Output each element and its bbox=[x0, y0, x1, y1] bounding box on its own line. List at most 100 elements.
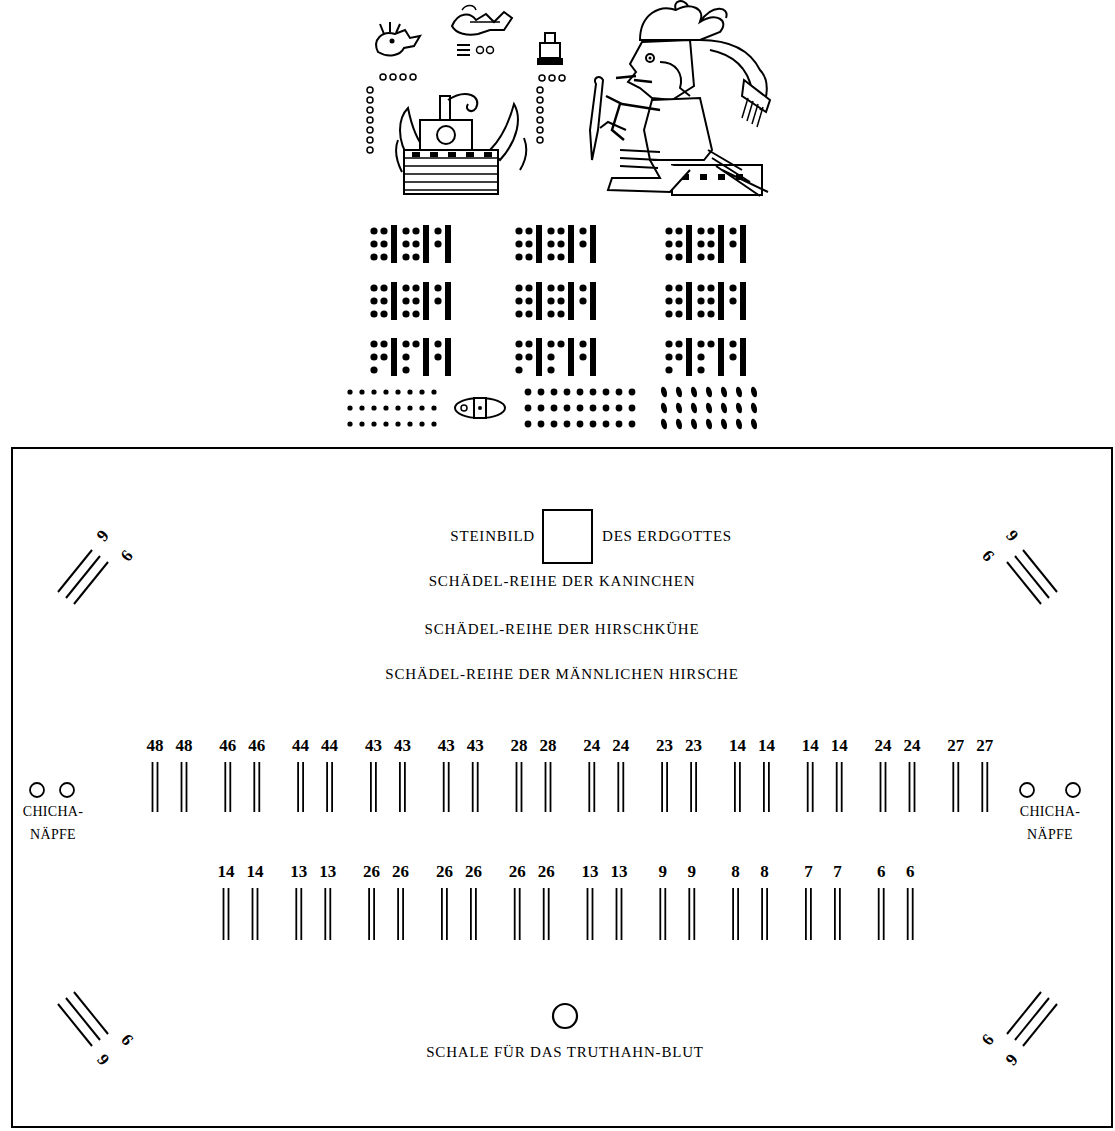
count-dot bbox=[359, 405, 364, 410]
altar-disc bbox=[437, 126, 455, 144]
count-dot bbox=[629, 405, 636, 412]
tally-line bbox=[952, 762, 954, 812]
numeral-dot bbox=[370, 366, 377, 373]
tally-line bbox=[324, 888, 326, 940]
pupil bbox=[649, 57, 652, 60]
numeral-dot bbox=[675, 240, 682, 247]
numeral-dot bbox=[525, 240, 532, 247]
bar-mark bbox=[457, 54, 470, 56]
count-dot bbox=[551, 421, 558, 428]
count-dot bbox=[525, 405, 532, 412]
numeral-dot bbox=[515, 366, 522, 373]
tally-number: 44 bbox=[321, 736, 338, 756]
tally-number: 14 bbox=[802, 736, 819, 756]
tally-line bbox=[763, 762, 765, 812]
ornament bbox=[742, 80, 770, 112]
count-dot bbox=[549, 75, 555, 81]
count-dot bbox=[383, 421, 388, 426]
numeral-dot bbox=[434, 284, 441, 291]
tally-number: 14 bbox=[758, 736, 775, 756]
tally-line bbox=[545, 762, 547, 812]
count-dot bbox=[660, 386, 668, 398]
numeral-dot bbox=[380, 310, 387, 317]
tally-line bbox=[516, 762, 518, 812]
count-dot bbox=[603, 389, 610, 396]
tally-line bbox=[228, 888, 230, 940]
numeral-dot bbox=[434, 353, 441, 360]
numeral-dot bbox=[579, 297, 586, 304]
tally-number: 13 bbox=[319, 862, 336, 882]
numeral-bar bbox=[423, 282, 429, 320]
tally-line bbox=[253, 762, 255, 812]
count-dot bbox=[750, 418, 758, 430]
numeral-bar bbox=[590, 282, 596, 320]
numeral-bar bbox=[686, 338, 692, 376]
tally-line bbox=[880, 762, 882, 812]
numeral-dot bbox=[675, 340, 682, 347]
bead-glyph bbox=[455, 398, 505, 418]
numeral-dot bbox=[729, 227, 736, 234]
altar-block bbox=[484, 152, 492, 157]
numeral-dot bbox=[579, 284, 586, 291]
numeral-dot bbox=[402, 284, 409, 291]
tally-line bbox=[664, 888, 666, 940]
tally-number: 27 bbox=[976, 736, 993, 756]
numeral-bar bbox=[568, 225, 574, 263]
count-dot bbox=[359, 389, 364, 394]
skull-row-label: SCHÄDEL-REIHE DER KANINCHEN bbox=[429, 573, 696, 590]
tally-line bbox=[475, 888, 477, 940]
tally-line bbox=[402, 888, 404, 940]
tally-number: 43 bbox=[467, 736, 484, 756]
tally-number: 8 bbox=[760, 862, 769, 882]
count-dot bbox=[371, 405, 376, 410]
tally-number: 14 bbox=[831, 736, 848, 756]
numeral-dot bbox=[707, 253, 714, 260]
count-dot bbox=[431, 389, 436, 394]
tally-line bbox=[373, 888, 375, 940]
numeral-bar bbox=[536, 282, 542, 320]
tally-line bbox=[514, 888, 516, 940]
fringe bbox=[752, 104, 758, 124]
count-dot bbox=[367, 147, 373, 153]
tally-line bbox=[981, 762, 983, 812]
tally-line bbox=[302, 762, 304, 812]
tally-line bbox=[805, 888, 807, 940]
tally-line bbox=[688, 888, 690, 940]
count-dot bbox=[720, 418, 728, 430]
numeral-bar bbox=[740, 338, 746, 376]
numeral-dot bbox=[412, 227, 419, 234]
tally-number: 48 bbox=[147, 736, 164, 756]
numeral-dot bbox=[380, 284, 387, 291]
tally-number: 27 bbox=[947, 736, 964, 756]
plan-frame bbox=[12, 448, 1112, 1127]
legs bbox=[608, 160, 690, 192]
count-dot bbox=[525, 389, 532, 396]
count-dot bbox=[590, 421, 597, 428]
count-dot bbox=[750, 402, 758, 414]
count-dot bbox=[419, 421, 424, 426]
tally-line bbox=[368, 888, 370, 940]
numeral-dot bbox=[515, 284, 522, 291]
corner-tally bbox=[74, 562, 108, 604]
numeral-dot bbox=[525, 297, 532, 304]
numeral-dot bbox=[665, 353, 672, 360]
bird-eye bbox=[390, 39, 395, 44]
tally-number: 26 bbox=[363, 862, 380, 882]
numeral-dot bbox=[697, 366, 704, 373]
count-dot bbox=[410, 74, 416, 80]
count-dot bbox=[735, 418, 743, 430]
numeral-bar bbox=[686, 282, 692, 320]
count-dot bbox=[690, 402, 698, 414]
altar-base bbox=[404, 150, 498, 194]
numeral-dot bbox=[707, 310, 714, 317]
corner-number: 9 bbox=[1002, 526, 1022, 545]
numeral-dot bbox=[557, 310, 564, 317]
numeral-dot bbox=[675, 284, 682, 291]
count-dot bbox=[537, 87, 543, 93]
fringe bbox=[757, 107, 763, 127]
numeral-dot bbox=[729, 340, 736, 347]
count-dot bbox=[564, 389, 571, 396]
count-dot bbox=[660, 402, 668, 414]
tally-number: 24 bbox=[875, 736, 892, 756]
numeral-dot bbox=[547, 284, 554, 291]
